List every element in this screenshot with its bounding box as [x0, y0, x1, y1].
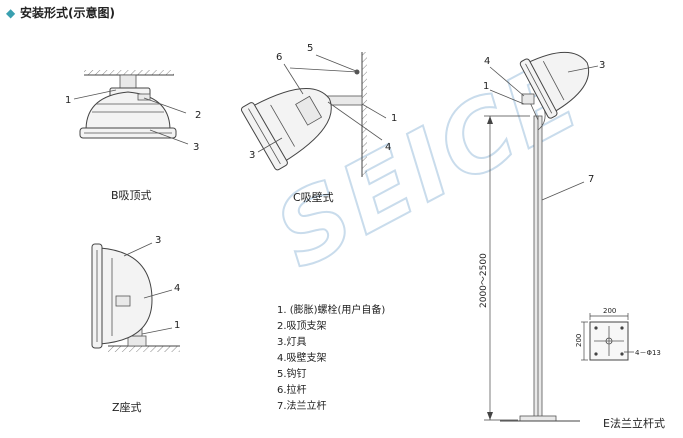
callout-z-4: 4 — [174, 283, 180, 294]
parts-legend: 1. (膨胀)螺栓(用户自备) 2.吸顶支架 3.灯具 4.吸壁支架 5.钩钉 … — [277, 303, 385, 412]
seat-mount-callouts: 3 4 1 — [123, 235, 180, 335]
caption-flange-pole: E法兰立杆式 — [603, 416, 665, 430]
legend-item-5: 5.钩钉 — [277, 368, 307, 380]
ceiling-mount-figure — [79, 70, 177, 139]
callout-c-1: 1 — [391, 113, 397, 124]
caption-seat-mount: Z座式 — [112, 400, 142, 414]
legend-item-3: 3.灯具 — [277, 336, 307, 348]
callout-z-3: 3 — [155, 235, 161, 246]
header-title: 安装形式(示意图) — [20, 5, 115, 20]
callout-e-1: 1 — [483, 81, 489, 92]
callout-c-6: 6 — [276, 52, 282, 63]
caption-wall-mount: C吸壁式 — [293, 190, 334, 204]
callout-e-3: 3 — [599, 60, 605, 71]
pole-height-label: 2000～2500 — [479, 253, 489, 308]
flange-height-label: 200 — [575, 334, 583, 347]
callout-b-2: 2 — [195, 110, 201, 121]
callout-e-4: 4 — [484, 56, 490, 67]
header-bullet: ◆ — [6, 6, 16, 20]
callout-b-1: 1 — [65, 95, 71, 106]
legend-item-7: 7.法兰立杆 — [277, 399, 327, 412]
legend-item-1: 1. (膨胀)螺栓(用户自备) — [277, 303, 385, 316]
callout-e-7: 7 — [588, 174, 594, 185]
callout-b-3: 3 — [193, 142, 199, 153]
wall-mount-callouts: 6 5 1 4 3 — [249, 43, 397, 161]
wall-mount-figure — [240, 52, 367, 177]
callout-z-1: 1 — [174, 320, 180, 331]
callout-c-4: 4 — [385, 142, 391, 153]
callout-c-5: 5 — [307, 43, 313, 54]
caption-ceiling-mount: B吸顶式 — [111, 189, 152, 202]
ceiling-mount-callouts: 1 2 3 — [65, 89, 201, 153]
legend-item-2: 2.吸顶支架 — [277, 320, 327, 332]
callout-c-3: 3 — [249, 150, 255, 161]
pole-height-dimension: 2000～2500 — [479, 115, 530, 421]
seat-mount-figure — [91, 243, 180, 352]
flange-pole-callouts: 4 1 3 7 — [483, 56, 605, 201]
flange-plate-detail: 200 200 4－Φ13 — [575, 307, 661, 361]
legend-item-6: 6.拉杆 — [277, 383, 307, 396]
legend-item-4: 4.吸壁支架 — [277, 351, 327, 364]
bolt-holes-label: 4－Φ13 — [635, 349, 661, 357]
flange-width-label: 200 — [603, 307, 616, 315]
flange-pole-figure — [500, 51, 589, 422]
